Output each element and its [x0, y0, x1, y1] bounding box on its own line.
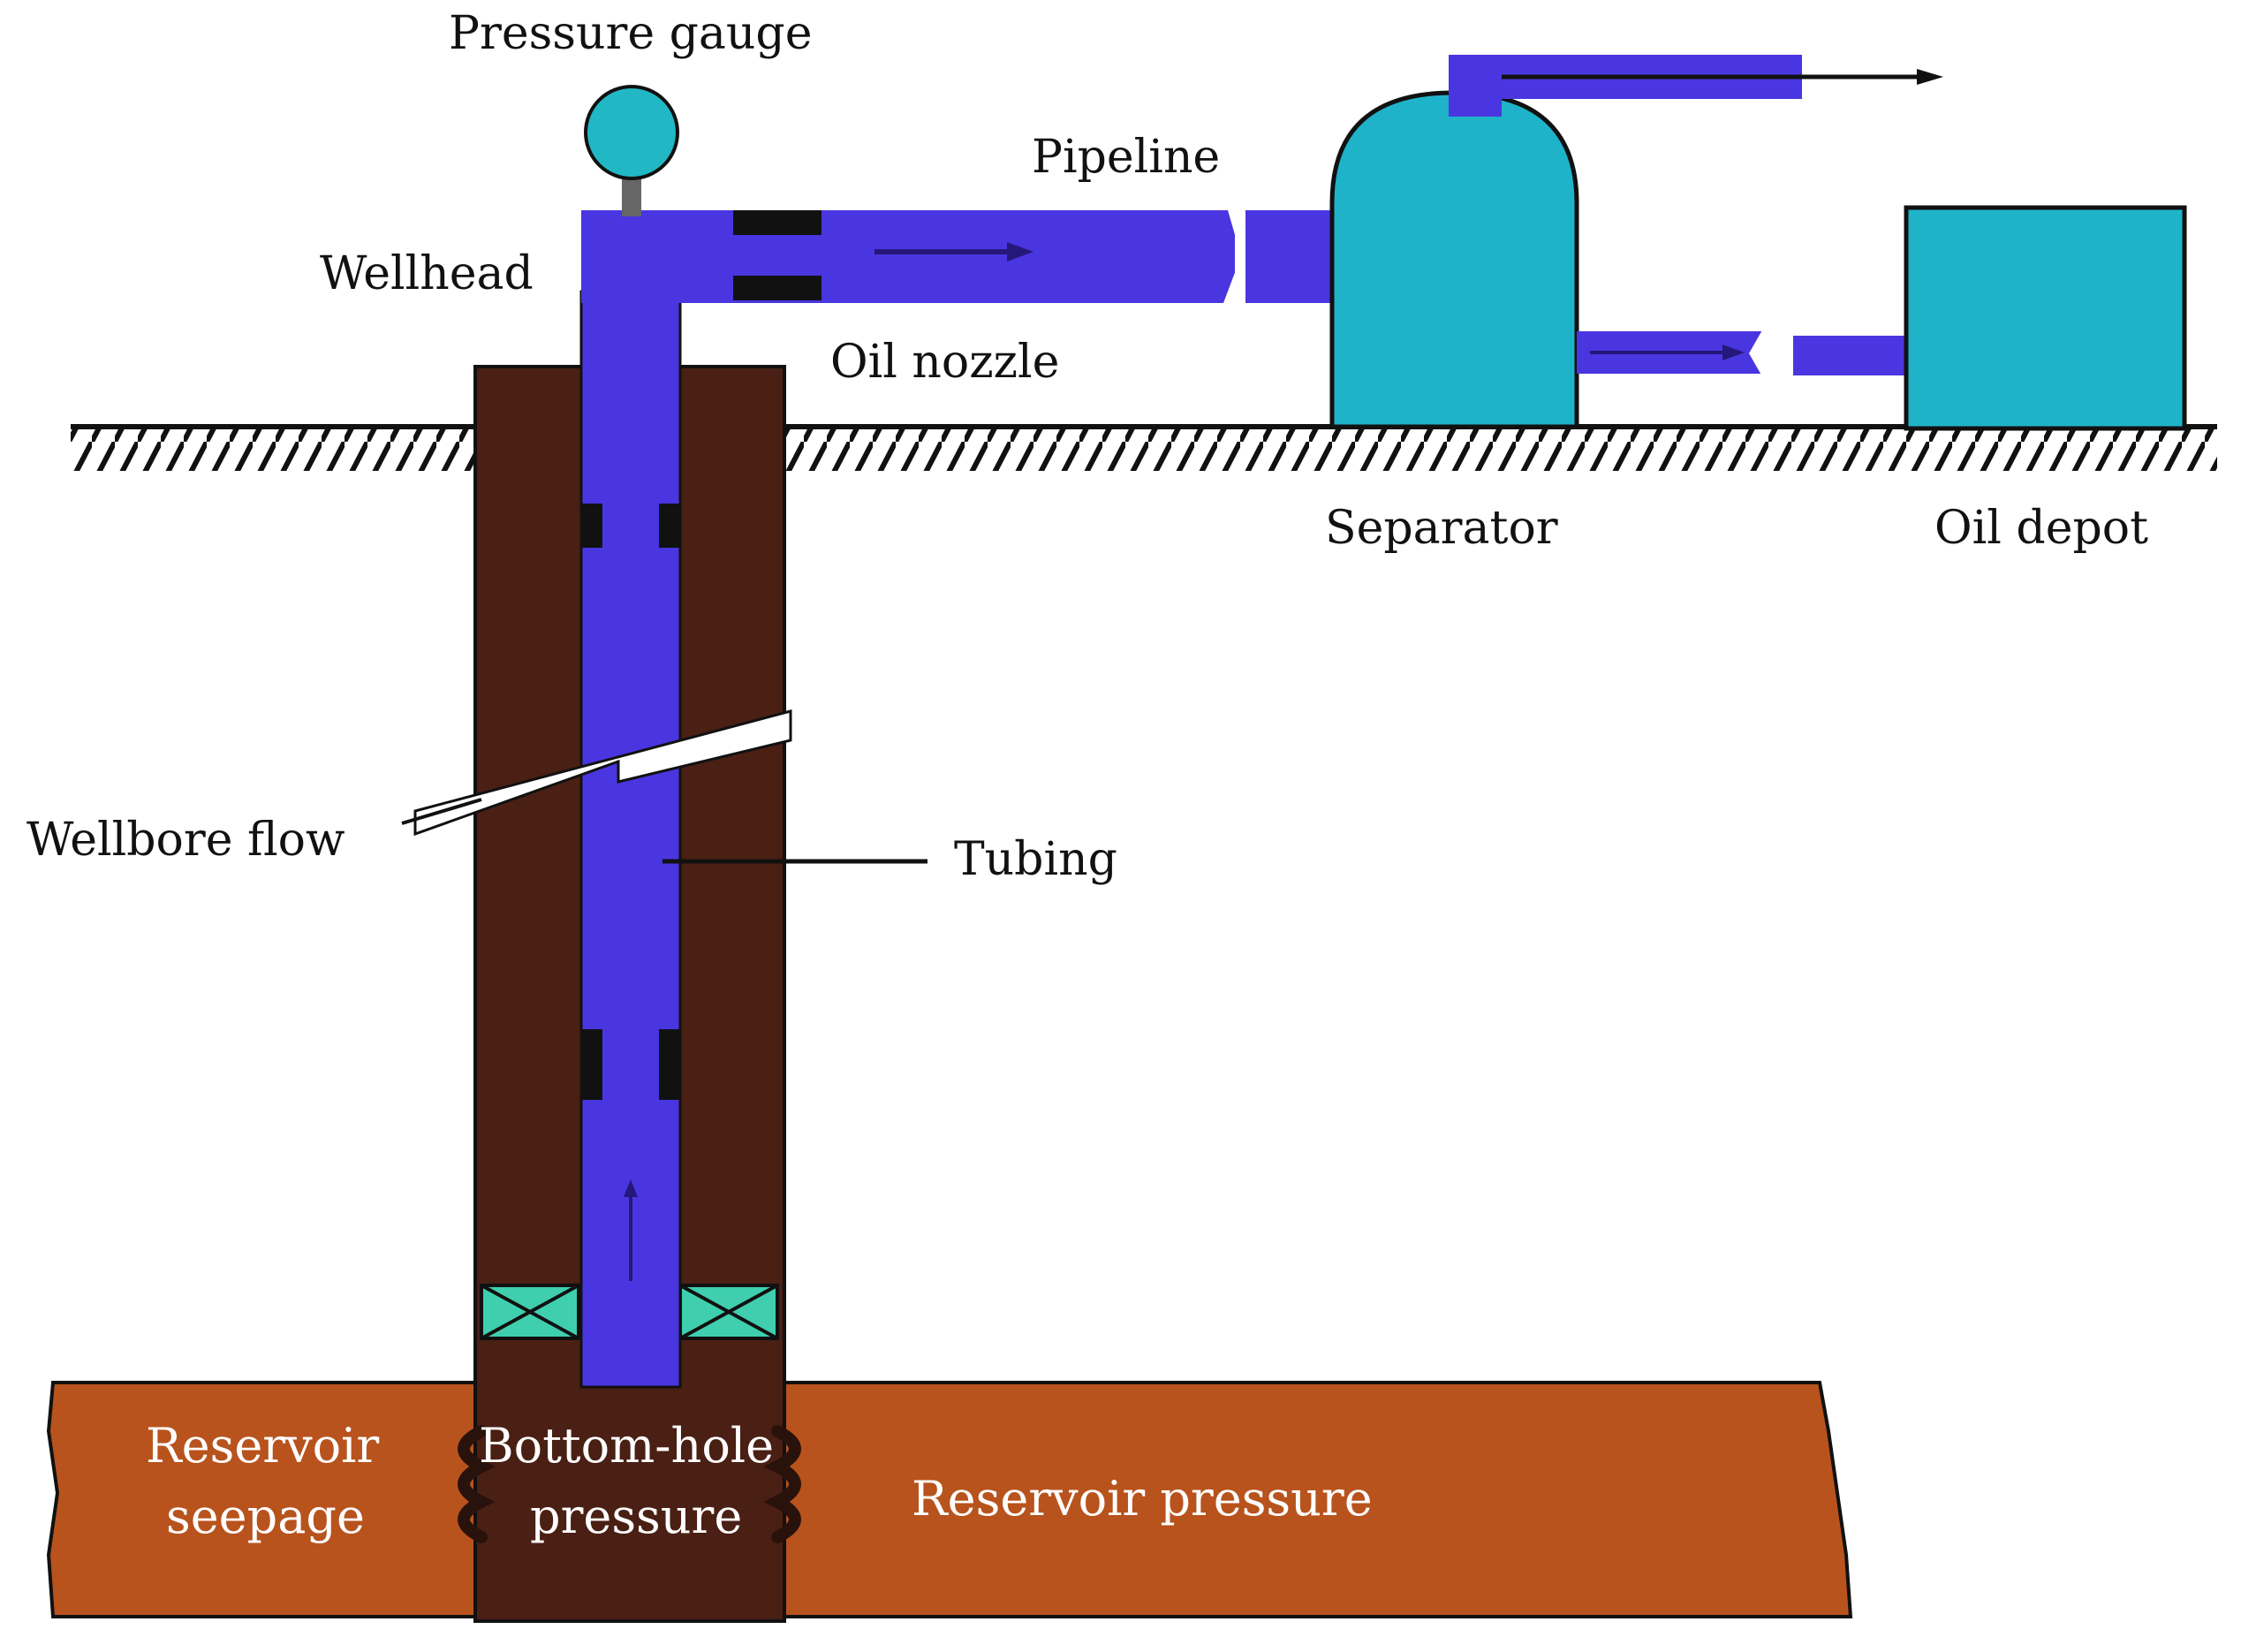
separator-vessel	[1329, 90, 1579, 429]
label-reservoir-seepage-2: seepage	[166, 1489, 365, 1544]
label-bottom-hole-2: pressure	[530, 1489, 742, 1544]
tubing	[579, 210, 682, 1389]
label-bottom-hole-1: Bottom-hole	[479, 1418, 774, 1474]
ground-surface	[71, 424, 2217, 471]
label-separator: Separator	[1325, 502, 1558, 555]
wellbore-flow-break	[401, 709, 792, 837]
pressure-gauge-icon	[584, 85, 679, 216]
label-tubing: Tubing	[954, 833, 1117, 886]
label-reservoir-seepage-1: Reservoir	[146, 1418, 379, 1474]
pipeline-to-depot	[1577, 322, 1908, 384]
pipeline-segment-2	[1245, 210, 1334, 303]
label-wellhead: Wellhead	[320, 247, 534, 300]
oil-depot-tank	[1904, 205, 2187, 431]
label-pipeline: Pipeline	[1032, 131, 1220, 184]
label-wellbore-flow: Wellbore flow	[26, 814, 345, 867]
oil-nozzle-bottom	[733, 276, 821, 300]
packer-left	[480, 1284, 580, 1340]
oil-nozzle-top	[733, 210, 821, 235]
label-oil-depot: Oil depot	[1934, 502, 2148, 555]
separator-outlet-top	[1449, 55, 1943, 117]
packer-right	[678, 1284, 779, 1340]
label-reservoir-pressure: Reservoir pressure	[912, 1471, 1373, 1527]
label-pressure-gauge: Pressure gauge	[449, 7, 812, 60]
label-oil-nozzle: Oil nozzle	[830, 336, 1059, 389]
seepage-waves	[458, 1425, 801, 1543]
pipeline-segment-1	[581, 210, 1235, 303]
